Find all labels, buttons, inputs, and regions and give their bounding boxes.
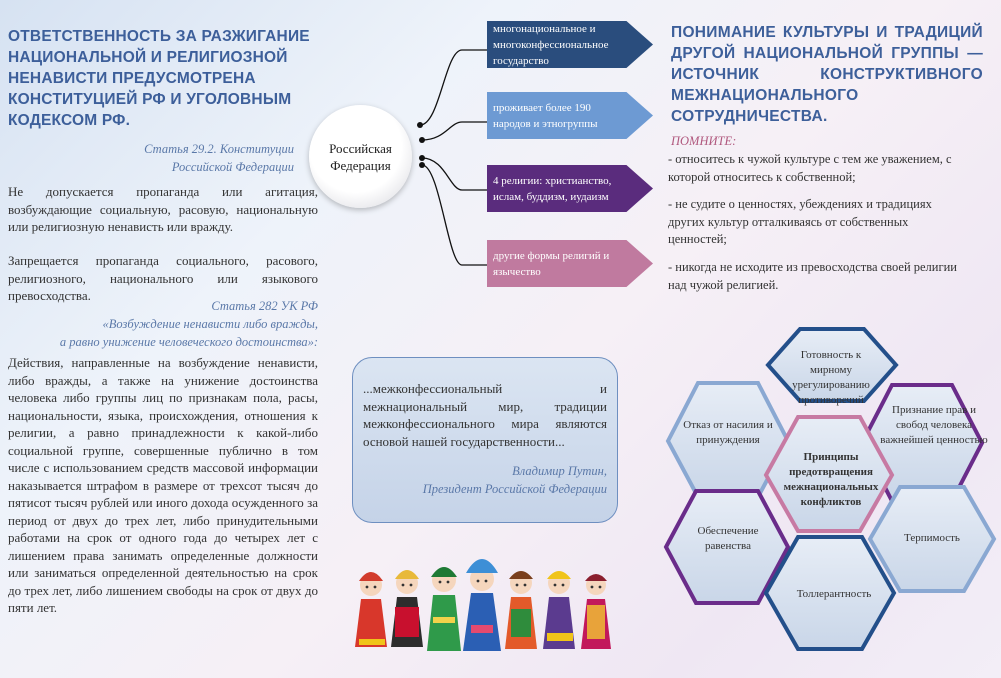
rule-item: - никогда не исходите из превосходства с…	[668, 260, 957, 292]
doll-figure	[355, 572, 387, 647]
hexagon-center	[763, 415, 895, 533]
hex-label-upper-right: Признание прав и свобод человека важнейш…	[880, 404, 988, 446]
hex-label-top: Готовность к мирному урегулированию прот…	[792, 349, 870, 406]
hexagon-bottom	[763, 535, 897, 651]
doll-figure	[463, 559, 501, 651]
hex-label-lower-left: Обеспечение равенства	[697, 525, 759, 552]
rule-item: - не судите о ценностях, убеждениях и тр…	[668, 197, 932, 246]
quote-author: Владимир Путин, Президент Российской Фед…	[363, 462, 607, 498]
doll-figure	[505, 571, 537, 649]
connector-line	[421, 121, 488, 141]
national-costumes-illustration	[355, 559, 611, 651]
connector-line	[421, 164, 488, 266]
russian-federation-circle: Российская Федерация	[309, 105, 412, 208]
fact-arrow-religions: 4 религии: христианство, ислам, буддизм,…	[487, 165, 653, 212]
hex-label-upper-left: Отказ от насилия и принуждения	[683, 419, 773, 446]
connector-dot	[419, 137, 425, 143]
doll-figure	[543, 571, 575, 649]
hex-label-bottom: Толлерантность	[796, 588, 872, 600]
putin-quote-box: ...межконфессиональный и межнациональный…	[352, 357, 618, 523]
left-heading: ОТВЕТСТВЕННОСТЬ ЗА РАЗЖИГАНИЕ НАЦИОНАЛЬН…	[8, 28, 310, 129]
constitution-citation: Статья 29.2. Конституции Российской Феде…	[100, 140, 294, 176]
fact-arrow-peoples: проживает более 190 народов и этногруппы	[487, 92, 653, 139]
principles-hexagon-diagram	[663, 327, 997, 651]
quote-author-name: Владимир Путин,	[512, 464, 607, 478]
hexagon-top	[765, 327, 899, 403]
connector-line	[419, 49, 488, 126]
arrow-label: проживает более 190 народов и этногруппы	[493, 101, 598, 130]
arrow-label: другие формы религий и язычество	[493, 249, 610, 278]
citation-line: Статья 282 УК РФ	[211, 299, 318, 313]
hexagon-lower-left	[663, 489, 791, 605]
criminal-code-text: Действия, направленные на возбуждение не…	[8, 355, 318, 615]
quote-text: ...межконфессиональный и межнациональный…	[363, 381, 607, 449]
hex-label-center: Принципы предотвращения межнациональных …	[783, 451, 879, 508]
connector-line	[421, 157, 488, 191]
fact-arrow-other-religions: другие формы религий и язычество	[487, 240, 653, 287]
connector-dot	[417, 122, 423, 128]
citation-line: «Возбуждение ненависти либо вражды,	[102, 317, 318, 331]
citation-line: Статья 29.2. Конституции	[144, 142, 294, 156]
propaganda-prohibition-text: Запрещается пропаганда социального, расо…	[8, 253, 318, 303]
citation-line: а равно унижение человеческого достоинст…	[59, 335, 318, 349]
criminal-code-citation: Статья 282 УК РФ «Возбуждение ненависти …	[40, 297, 318, 351]
doll-figure	[427, 567, 461, 651]
arrow-label: многонациональное и многоконфессионально…	[493, 22, 609, 67]
quote-author-title: Президент Российской Федерации	[422, 482, 607, 496]
circle-label: Российская Федерация	[329, 140, 392, 173]
connector-dot	[419, 155, 425, 161]
connector-lines	[417, 49, 488, 266]
doll-figure	[391, 570, 423, 647]
fact-arrow-multinational: многонациональное и многоконфессионально…	[487, 21, 653, 68]
arrow-label: 4 религии: христианство, ислам, буддизм,…	[493, 174, 612, 203]
hexagon-lower-right	[867, 485, 997, 593]
hex-label-lower-right: Терпимость	[904, 532, 960, 544]
connector-dot	[419, 162, 425, 168]
citation-line: Российской Федерации	[171, 160, 294, 174]
right-heading: ПОНИМАНИЕ КУЛЬТУРЫ И ТРАДИЦИЙ ДРУГОЙ НАЦ…	[671, 24, 983, 125]
constitution-text: Не допускается пропаганда или агитация, …	[8, 184, 318, 234]
doll-figure	[581, 574, 611, 649]
remember-label: ПОМНИТЕ:	[671, 134, 737, 148]
rule-item: - относитесь к чужой культуре с тем же у…	[668, 152, 952, 184]
